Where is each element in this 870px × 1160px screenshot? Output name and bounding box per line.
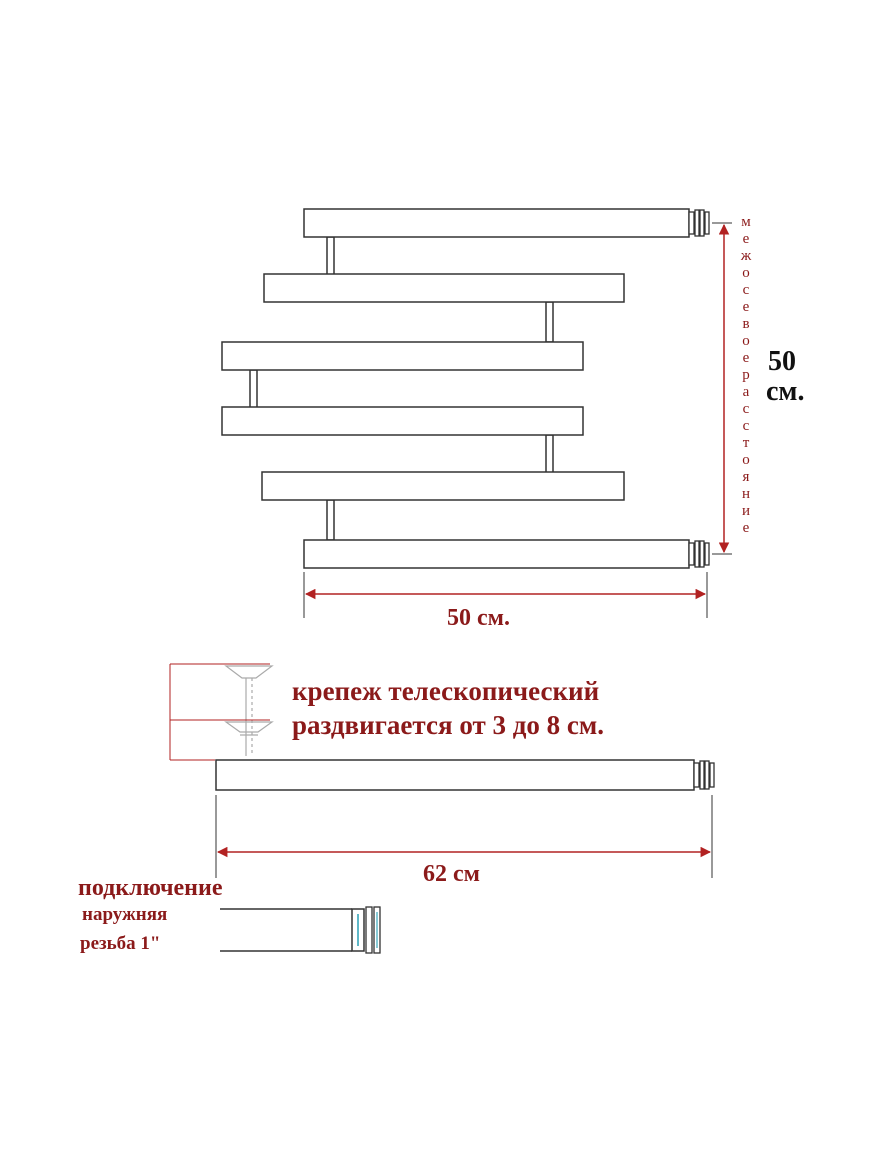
bar-6 xyxy=(303,539,690,569)
bar-5 xyxy=(261,471,625,501)
post-2 xyxy=(545,301,554,343)
height-dimension xyxy=(712,222,732,555)
vertical-label-char: р xyxy=(742,367,750,383)
post-5 xyxy=(326,499,335,541)
vertical-label-char: о xyxy=(742,333,750,349)
height-unit: см. xyxy=(766,376,805,407)
vertical-label-char: я xyxy=(742,469,750,485)
bar-3 xyxy=(221,341,584,371)
side-view-bar xyxy=(215,759,695,791)
vertical-label-char: с xyxy=(742,401,750,417)
post-3 xyxy=(249,369,258,409)
vertical-label-char: е xyxy=(742,231,750,247)
towel-bars xyxy=(221,208,690,569)
connection-pipe xyxy=(220,906,381,954)
bar-1 xyxy=(303,208,690,238)
mount-bracket xyxy=(169,663,270,761)
vertical-label-char: е xyxy=(742,299,750,315)
thread-fitting-top xyxy=(688,209,710,237)
vertical-label-char: е xyxy=(742,350,750,366)
connection-line2: резьба 1" xyxy=(80,933,161,954)
mount-description-line1: крепеж телескопический xyxy=(292,676,600,706)
vertical-label-char: м xyxy=(741,214,751,230)
vertical-label-char: и xyxy=(741,503,751,519)
top-width-label: 50 см. xyxy=(447,605,510,631)
vertical-label-char: е xyxy=(742,520,750,536)
thread-fitting-bottom xyxy=(688,540,710,568)
vertical-label-char: в xyxy=(742,316,750,332)
vertical-label-char: о xyxy=(742,452,750,468)
vertical-label-char: т xyxy=(742,435,750,451)
width-dimension-side xyxy=(215,795,713,878)
connection-line1: наружняя xyxy=(82,904,168,925)
vertical-label-char: ж xyxy=(740,248,752,264)
telescopic-mount xyxy=(224,665,274,756)
width-dimension-top xyxy=(303,572,708,618)
post-1 xyxy=(326,236,335,276)
side-view-fitting xyxy=(693,760,715,790)
side-width-label: 62 см xyxy=(423,861,480,887)
vertical-label-char: о xyxy=(742,265,750,281)
post-4 xyxy=(545,434,554,474)
vertical-label-char: с xyxy=(742,282,750,298)
bar-2 xyxy=(263,273,625,303)
height-value: 50 xyxy=(768,346,796,377)
bar-4 xyxy=(221,406,584,436)
vertical-label-char: н xyxy=(741,486,751,502)
mount-description-line2: раздвигается от 3 до 8 см. xyxy=(292,710,605,740)
vertical-label-char: с xyxy=(742,418,750,434)
connection-title: подключение xyxy=(78,875,223,901)
vertical-label-char: а xyxy=(742,384,750,400)
